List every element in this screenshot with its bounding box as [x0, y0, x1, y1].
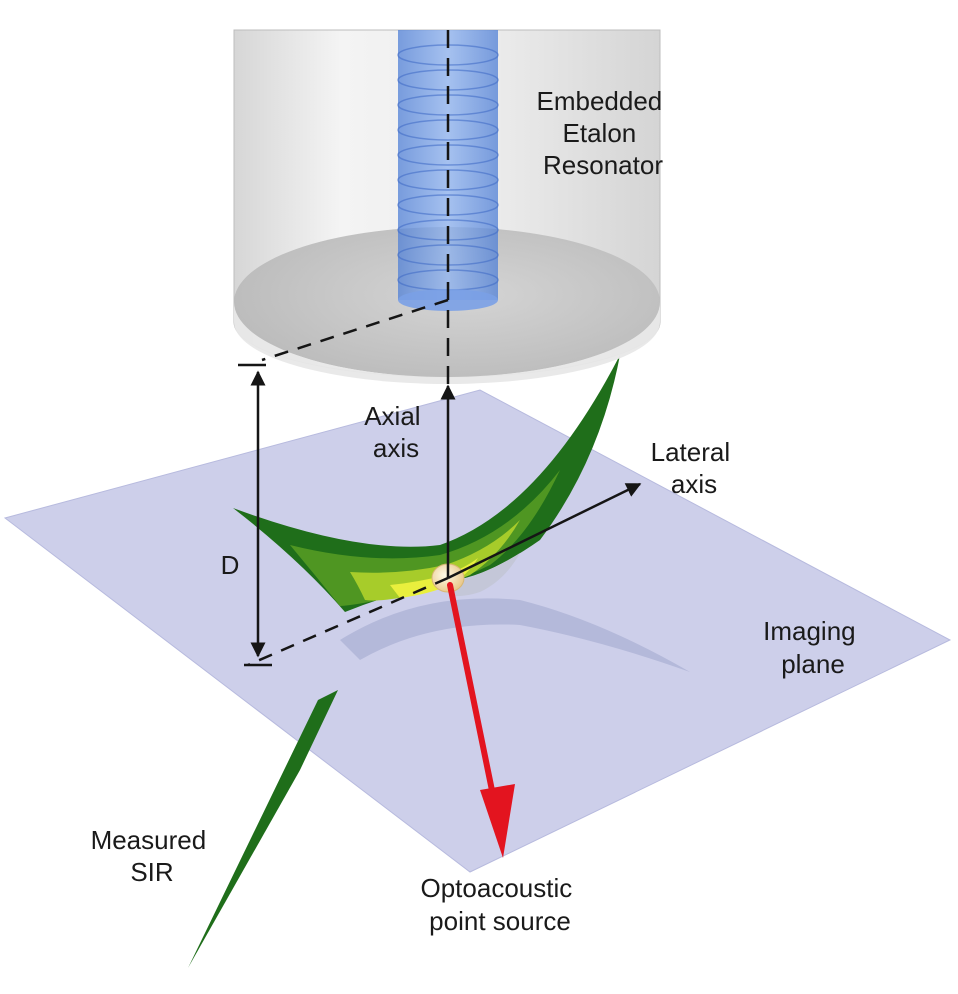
- sir-grey-fringe: [452, 553, 520, 597]
- point-source-arrow: [447, 582, 515, 858]
- sir-shadow: [340, 598, 690, 672]
- lateral-axis-arrow: [447, 482, 642, 580]
- resonator-label: Embedded Etalon Resonator: [537, 86, 670, 180]
- axial-axis-label: Axial axis: [364, 401, 428, 463]
- point-source-label: Optoacoustic point source: [421, 873, 580, 936]
- imaging-plane-label: Imaging plane: [763, 616, 863, 679]
- housing-radius-dashed: [261, 298, 449, 362]
- measured-sir-label: Measured SIR: [91, 825, 214, 887]
- lateral-axis-label: Lateral axis: [651, 437, 738, 499]
- sir-dark-layer: [233, 355, 620, 612]
- sir-lower-spike: [188, 690, 338, 968]
- lateral-axis-dashed: [247, 576, 449, 667]
- distance-label: D: [221, 550, 240, 580]
- distance-dimension: [238, 363, 272, 667]
- sir-light-layer: [350, 520, 520, 601]
- imaging-plane: [3, 389, 952, 873]
- sir-mid-layer: [290, 470, 560, 606]
